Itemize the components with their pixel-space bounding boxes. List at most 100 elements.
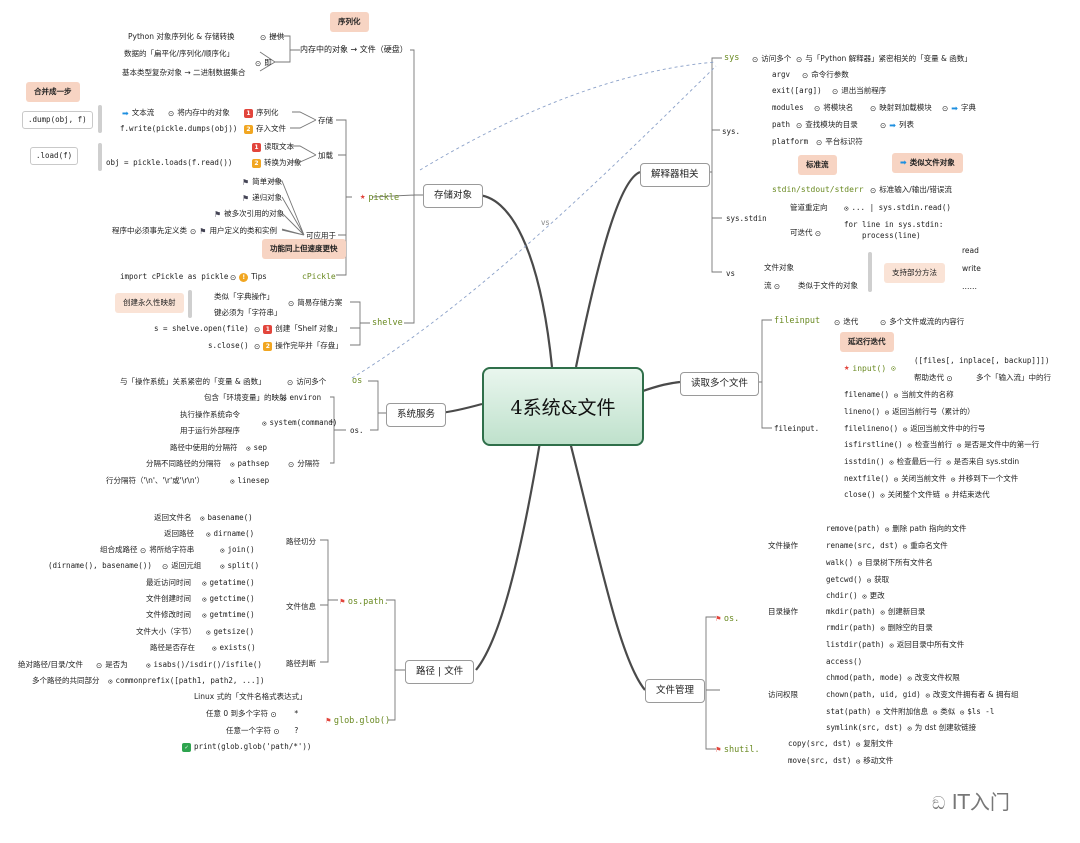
rmdir-fn: rmdir(path) ⊙删除空的目录 — [826, 621, 933, 634]
flag-icon: ⚑ — [716, 614, 721, 623]
flag-icon: ⚑ — [716, 745, 721, 754]
similar-text: 类似 — [940, 707, 956, 716]
getcwd-text: getcwd() — [826, 575, 863, 584]
nextfile-text: nextfile() — [844, 474, 890, 483]
branch-path[interactable]: 路径 | 文件 — [405, 660, 475, 684]
sys-dot-node[interactable]: sys. — [722, 127, 741, 136]
getatime: ⊙getatime() — [202, 576, 255, 589]
file-info-node[interactable]: 文件信息 — [286, 602, 316, 611]
load-label[interactable]: 加载 — [318, 151, 333, 160]
access-perm-node[interactable]: 访问权限 — [768, 690, 798, 699]
exit: exit([arg]) — [772, 86, 822, 95]
separator-text: 分隔符 — [297, 459, 320, 468]
dir-ops-node[interactable]: 目录操作 — [768, 607, 798, 616]
circle-icon: ⊙ — [220, 561, 225, 571]
linesep-desc: 行分隔符（'\n'、'\r'或'\r\n'） — [106, 476, 205, 485]
glob-node[interactable]: ⚑glob.glob() — [326, 714, 390, 727]
store-label[interactable]: 存储 — [318, 116, 333, 125]
os-dot-node[interactable]: os. — [350, 426, 364, 435]
same-faster-callout: 功能同上但速度更快 — [262, 239, 346, 259]
applicable-label[interactable]: 可应用于 — [306, 231, 336, 240]
branch-filemgmt[interactable]: 文件管理 — [645, 679, 706, 703]
circle-icon: ⊙ — [202, 578, 207, 588]
cpickle-node[interactable]: cPickle — [302, 272, 336, 281]
flag-icon: ⚑ — [340, 597, 345, 606]
dirname-text: dirname() — [213, 529, 255, 538]
create-time: 文件创建时间 — [146, 594, 191, 603]
nextfile-fn: nextfile() ⊙关闭当前文件 ⊙并移到下一个文件 — [844, 472, 1018, 485]
circle-icon: ⊙ — [230, 459, 235, 469]
root-node[interactable]: 4系统&文件 — [482, 367, 644, 446]
bracket-methods — [868, 252, 872, 292]
circle-icon: ⊙ — [880, 607, 885, 617]
file-size: 文件大小（字节） — [136, 627, 196, 636]
platform-id: ⊙平台标识符 — [816, 135, 863, 148]
circle-icon: ⊙ — [866, 575, 872, 585]
mkdir-fn: mkdir(path) ⊙创建新目录 — [826, 605, 925, 618]
branch-storage[interactable]: 存储对象 — [423, 184, 484, 208]
file-like-callout: ➡类似文件对象 — [892, 153, 963, 173]
branch-interpreter[interactable]: 解释器相关 — [640, 163, 710, 187]
fm-os-node[interactable]: ⚑os. — [716, 612, 739, 625]
sys-node[interactable]: sys — [724, 53, 740, 63]
sys-stdin-node[interactable]: sys.stdin — [726, 214, 767, 223]
chmod-fn: chmod(path, mode) ⊙改变文件权限 — [826, 671, 960, 684]
map-name: ⊙将模块名 — [814, 101, 853, 114]
path-split-node[interactable]: 路径切分 — [286, 537, 316, 546]
iterable-text: 可迭代 — [790, 228, 813, 237]
ospath-node[interactable]: ⚑os.path. — [340, 595, 389, 608]
shutil-node[interactable]: ⚑shutil. — [716, 743, 760, 756]
environ-text: environ — [289, 393, 322, 402]
pickle-node[interactable]: ★pickle — [360, 191, 399, 204]
key-string: 键必须为「字符串」 — [214, 308, 282, 317]
separator-node[interactable]: ⊙分隔符 — [288, 457, 320, 470]
list-item: ⊙➡列表 — [880, 118, 914, 131]
fileinput-dot-node[interactable]: fileinput. — [774, 424, 820, 433]
system-cmd: ⊙system(command) — [262, 416, 337, 429]
shelve-node[interactable]: shelve — [372, 318, 403, 328]
path-judge-node[interactable]: 路径判断 — [286, 659, 316, 668]
pathsep-text: pathsep — [237, 459, 270, 468]
star-icon: ★ — [360, 192, 366, 202]
map-name-text: 将模块名 — [823, 103, 854, 112]
circle-icon: ⊙ — [270, 709, 277, 719]
branch-fileinput[interactable]: 读取多个文件 — [680, 372, 760, 396]
vs-label: vs — [541, 218, 550, 227]
circle-icon: ⊙ — [162, 561, 169, 571]
stream-text: 流 — [764, 281, 772, 290]
storage-spine — [371, 49, 423, 324]
std-io-err-text: 标准输入/输出/错误流 — [879, 185, 952, 194]
dict-text: 字典 — [961, 103, 976, 112]
circle-icon: ⊙ — [202, 594, 207, 604]
that-is-label: ⊙即 — [255, 56, 272, 69]
more-method: …… — [962, 282, 977, 291]
cmd-args-text: 命令行参数 — [811, 70, 849, 79]
vs-node[interactable]: vs — [726, 269, 736, 278]
link-pickle-sys — [419, 61, 717, 171]
create-dir-text: 创建新目录 — [887, 607, 926, 616]
getsize-text: getsize() — [213, 627, 255, 636]
chown-text: chown(path, uid, gid) — [826, 690, 921, 699]
close-fn: close() ⊙关闭整个文件链 ⊙并结束迭代 — [844, 488, 990, 501]
abs-dir-file: 绝对路径/目录/文件 — [18, 660, 84, 669]
import-cpickle: import cPickle as pickle — [120, 272, 229, 281]
copy-text: copy(src, dst) — [788, 739, 852, 748]
exit-desc-text: 退出当前程序 — [841, 86, 887, 95]
sys-access: ⊙访问多个 — [752, 52, 791, 65]
platform: platform — [772, 137, 809, 146]
getcwd-fn: getcwd() ⊙获取 — [826, 573, 889, 586]
os-node[interactable]: os — [352, 376, 363, 386]
system-spine — [368, 380, 386, 431]
exists-text: exists() — [219, 643, 256, 652]
recursive-obj-text: 递归对象 — [252, 193, 283, 202]
fileinput-node[interactable]: fileinput — [774, 316, 821, 326]
memory-to-file[interactable]: 内存中的对象 → 文件（硬盘） — [300, 45, 408, 54]
serialize-item-text: 序列化 — [256, 108, 279, 117]
iterate: ⊙迭代 — [834, 315, 858, 328]
tips-icon: ! — [239, 272, 249, 282]
circle-icon: ⊙ — [944, 490, 950, 500]
branch-system[interactable]: 系统服务 — [386, 403, 447, 427]
file-ops-node[interactable]: 文件操作 — [768, 541, 798, 550]
